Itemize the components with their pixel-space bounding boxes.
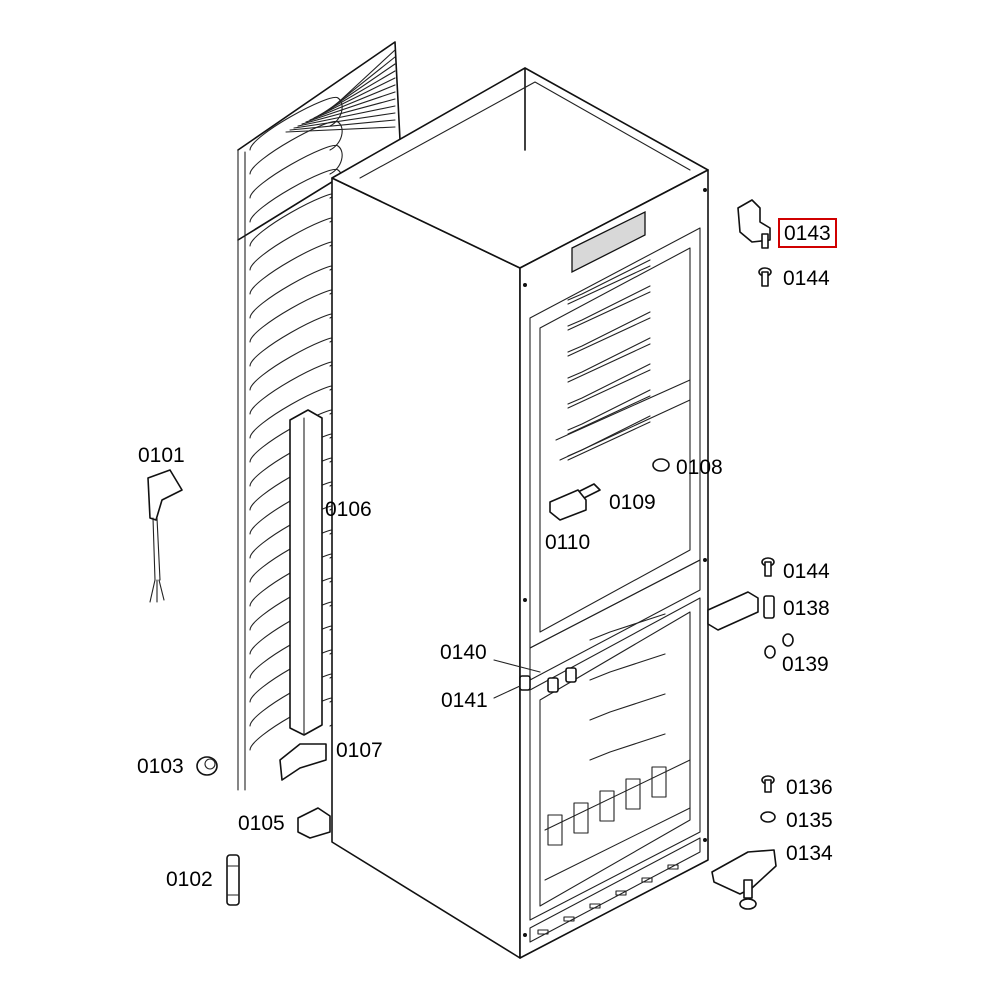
part-label-0105[interactable]: 0105 bbox=[238, 812, 285, 835]
part-0138-middle-hinge bbox=[707, 591, 775, 631]
part-0107-bracket bbox=[279, 743, 327, 781]
part-0139-washers bbox=[764, 633, 794, 659]
part-0136-screw bbox=[761, 775, 775, 793]
mains-plug-0101 bbox=[147, 469, 183, 603]
part-label-0108[interactable]: 0108 bbox=[676, 456, 723, 479]
part-0143-hinge bbox=[737, 199, 771, 249]
door-strip-0106 bbox=[289, 409, 323, 736]
part-label-0144-middle[interactable]: 0144 bbox=[783, 560, 830, 583]
part-0108-plug bbox=[652, 458, 670, 472]
part-label-0102[interactable]: 0102 bbox=[166, 868, 213, 891]
cabinet-left-side bbox=[331, 177, 521, 959]
part-label-0106[interactable]: 0106 bbox=[325, 498, 372, 521]
cabinet-front-frame bbox=[519, 169, 709, 959]
part-label-0135[interactable]: 0135 bbox=[786, 809, 833, 832]
part-label-0110[interactable]: 0110 bbox=[545, 531, 591, 554]
part-label-0103[interactable]: 0103 bbox=[137, 755, 184, 778]
part-label-0143[interactable]: 0143 bbox=[778, 218, 837, 248]
part-0135-washer bbox=[760, 811, 776, 823]
part-label-0109[interactable]: 0109 bbox=[609, 491, 656, 514]
part-label-0107[interactable]: 0107 bbox=[336, 739, 383, 762]
part-label-0101[interactable]: 0101 bbox=[138, 444, 185, 467]
part-0105-clip bbox=[297, 807, 331, 839]
part-label-0138[interactable]: 0138 bbox=[783, 597, 830, 620]
part-label-0139[interactable]: 0139 bbox=[782, 653, 829, 676]
part-label-0136[interactable]: 0136 bbox=[786, 776, 833, 799]
part-0140-0141-fittings bbox=[493, 659, 577, 699]
part-label-0141[interactable]: 0141 bbox=[441, 689, 488, 712]
part-label-0134[interactable]: 0134 bbox=[786, 842, 833, 865]
part-0110-light-cover bbox=[549, 489, 587, 521]
part-0103-knob bbox=[196, 756, 218, 776]
part-0134-bottom-hinge bbox=[711, 849, 777, 910]
part-0102-pin bbox=[226, 854, 240, 906]
part-label-0140[interactable]: 0140 bbox=[440, 641, 487, 664]
part-0144-screw-middle bbox=[761, 557, 775, 577]
part-0144-screw-top bbox=[758, 267, 772, 287]
part-label-0144-top[interactable]: 0144 bbox=[783, 267, 830, 290]
